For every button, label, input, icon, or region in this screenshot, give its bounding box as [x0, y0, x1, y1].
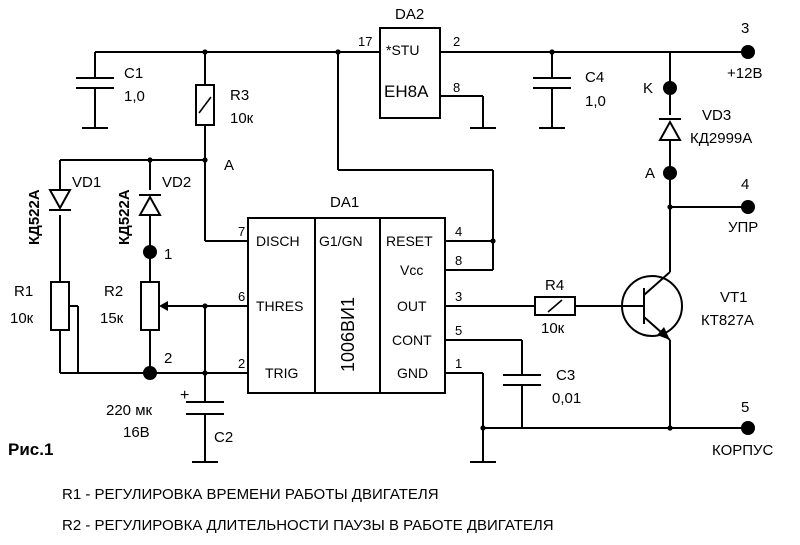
resistor-r3 — [195, 84, 215, 126]
note-r1: R1 - РЕГУЛИРОВКА ВРЕМЕНИ РАБОТЫ ДВИГАТЕЛ… — [62, 486, 439, 503]
da1-pin-num: 2 — [238, 356, 245, 371]
c2-plus: + — [180, 387, 189, 404]
da1-pin-num: 8 — [455, 253, 462, 268]
da2-pin-in: 17 — [358, 34, 372, 49]
r2-value: 15к — [100, 310, 124, 327]
terminal-5-dot — [741, 421, 755, 435]
c4-value: 1,0 — [585, 93, 606, 110]
da1-pin-name: OUT — [397, 298, 427, 314]
da1-pin-name: GND — [397, 365, 428, 381]
da1-pin-num: 1 — [455, 356, 462, 371]
da1-pin-num: 7 — [238, 224, 245, 239]
c1-ref: C1 — [124, 65, 143, 82]
c3-ref: C3 — [556, 367, 575, 384]
capacitor-c1 — [76, 77, 114, 89]
terminal-4-label: УПР — [728, 219, 758, 236]
c2-value: 220 мк — [106, 402, 153, 419]
da1-pin-num: 5 — [455, 323, 462, 338]
vt1-type: КТ827А — [701, 312, 754, 329]
da1-pin-name: THRES — [256, 298, 303, 314]
r2-ref: R2 — [104, 283, 123, 300]
da1-part-number: 1006ВИ1 — [338, 297, 358, 372]
junction-dots — [143, 49, 677, 431]
ground-symbols — [82, 127, 565, 463]
terminals — [741, 45, 755, 435]
da1-pin-name: Vcc — [400, 262, 423, 278]
terminal-4-dot — [741, 200, 755, 214]
r4-ref: R4 — [545, 277, 564, 294]
terminal-3-dot — [741, 45, 755, 59]
r3-ref: R3 — [230, 87, 249, 104]
terminal-5-label: КОРПУС — [712, 442, 774, 459]
da2-pin-gnd: 8 — [453, 80, 460, 95]
vd2-type: КД522А — [116, 189, 133, 245]
capacitor-c4 — [533, 77, 571, 89]
r3-value: 10к — [230, 110, 254, 127]
da1-pin-name: RESET — [386, 233, 433, 249]
node-a-dot — [663, 166, 677, 180]
da1-ref: DA1 — [330, 194, 359, 211]
potentiometer-r2 — [140, 281, 168, 331]
terminal-3-label: +12В — [727, 65, 762, 82]
potentiometer-r1 — [50, 281, 78, 331]
vt1-ref: VT1 — [720, 289, 748, 306]
terminal-4-num: 4 — [741, 176, 749, 193]
resistor-r4 — [534, 296, 576, 316]
diode-vd3 — [658, 118, 682, 141]
c4-ref: C4 — [585, 69, 604, 86]
da1-center-label: G1/GN — [319, 233, 363, 249]
note-r2: R2 - РЕГУЛИРОВКА ДЛИТЕЛЬНОСТИ ПАУЗЫ В РА… — [62, 517, 554, 534]
vd1-type: КД522А — [26, 189, 43, 245]
figure-caption: Рис.1 — [8, 440, 53, 459]
capacitor-c3 — [503, 374, 541, 386]
vd2-ref: VD2 — [162, 174, 191, 191]
ic-da1 — [247, 217, 446, 394]
da1-pin-num: 3 — [455, 289, 462, 304]
r1-value: 10к — [10, 310, 34, 327]
ic-da2 — [379, 27, 441, 119]
diode-vd1 — [48, 189, 72, 211]
node-2-label: 2 — [164, 350, 172, 367]
da1-pin-name: TRIG — [265, 365, 298, 381]
vd3-a-label: A — [645, 165, 655, 182]
vd3-ref: VD3 — [702, 107, 731, 124]
capacitor-c2 — [186, 401, 224, 415]
node-1-label: 1 — [164, 246, 172, 263]
terminal-5-num: 5 — [741, 399, 749, 416]
node-k-dot — [663, 81, 677, 95]
c2-voltage: 16В — [123, 424, 150, 441]
da2-pin-out: 2 — [453, 34, 460, 49]
da1-pin-name: CONT — [392, 332, 432, 348]
vd1-ref: VD1 — [72, 174, 101, 191]
wires — [59, 51, 748, 462]
da1-left-pins: 7 DISCH 6 THRES 2 TRIG — [238, 224, 303, 381]
c1-value: 1,0 — [124, 88, 145, 105]
c2-ref: C2 — [214, 429, 233, 446]
c3-value: 0,01 — [552, 390, 581, 407]
transistor-vt1 — [621, 271, 683, 341]
vd3-k-label: K — [643, 80, 653, 97]
da2-line1: *STU — [386, 42, 419, 58]
node-a-label: A — [224, 157, 234, 174]
da1-pin-name: DISCH — [256, 233, 300, 249]
r4-value: 10к — [541, 320, 565, 337]
da2-line2: EH8A — [384, 82, 429, 101]
r1-ref: R1 — [14, 283, 33, 300]
da1-pin-num: 4 — [455, 224, 462, 239]
diode-vd2 — [138, 194, 162, 216]
da2-ref: DA2 — [395, 6, 424, 23]
vd3-type: КД2999А — [690, 130, 752, 147]
da1-pin-num: 6 — [238, 289, 245, 304]
da1-right-pins: 4 RESET 8 Vcc 3 OUT 5 CONT 1 GND — [386, 224, 462, 381]
terminal-3-num: 3 — [741, 20, 749, 37]
